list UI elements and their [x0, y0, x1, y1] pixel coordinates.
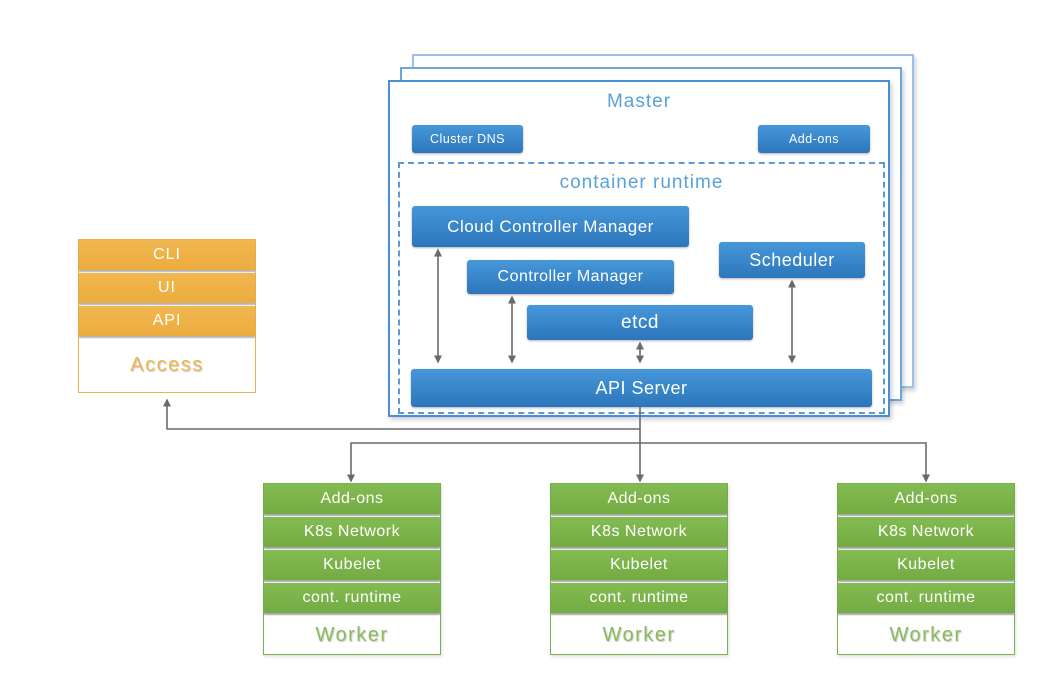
worker-item-cont-runtime: cont. runtime	[264, 583, 440, 613]
cloud-controller-manager-box: Cloud Controller Manager	[412, 206, 689, 247]
api-server-box: API Server	[411, 369, 872, 407]
container-runtime-box: container runtime Cloud Controller Manag…	[398, 162, 885, 414]
worker-label: Worker	[315, 623, 389, 646]
worker-item-k8s-network: K8s Network	[838, 517, 1014, 547]
access-item-cli: CLI	[79, 240, 255, 270]
cluster-dns-box: Cluster DNS	[412, 125, 523, 153]
etcd-box: etcd	[527, 305, 753, 340]
worker-item-addons: Add-ons	[551, 484, 727, 514]
worker-item-kubelet: Kubelet	[551, 550, 727, 580]
access-item-ui: UI	[79, 273, 255, 303]
worker-item-cont-runtime: cont. runtime	[838, 583, 1014, 613]
worker-node-1: Add-ons K8s Network Kubelet cont. runtim…	[263, 483, 441, 655]
access-item-api: API	[79, 306, 255, 336]
controller-manager-box: Controller Manager	[467, 260, 674, 294]
worker-item-kubelet: Kubelet	[264, 550, 440, 580]
worker-label: Worker	[889, 623, 963, 646]
worker-item-cont-runtime: cont. runtime	[551, 583, 727, 613]
worker-node-2: Add-ons K8s Network Kubelet cont. runtim…	[550, 483, 728, 655]
worker-node-3: Add-ons K8s Network Kubelet cont. runtim…	[837, 483, 1015, 655]
worker-item-k8s-network: K8s Network	[264, 517, 440, 547]
container-runtime-label: container runtime	[559, 172, 724, 193]
worker-item-kubelet: Kubelet	[838, 550, 1014, 580]
worker-label: Worker	[602, 623, 676, 646]
master-title: Master	[606, 91, 672, 112]
worker-item-addons: Add-ons	[838, 484, 1014, 514]
worker-item-k8s-network: K8s Network	[551, 517, 727, 547]
access-stack: CLI UI API Access	[78, 239, 256, 393]
master-addons-box: Add-ons	[758, 125, 870, 153]
master-node-box: Master Cluster DNS Add-ons container run…	[388, 80, 890, 417]
worker-item-addons: Add-ons	[264, 484, 440, 514]
scheduler-box: Scheduler	[719, 242, 865, 278]
access-label: Access	[130, 354, 204, 376]
